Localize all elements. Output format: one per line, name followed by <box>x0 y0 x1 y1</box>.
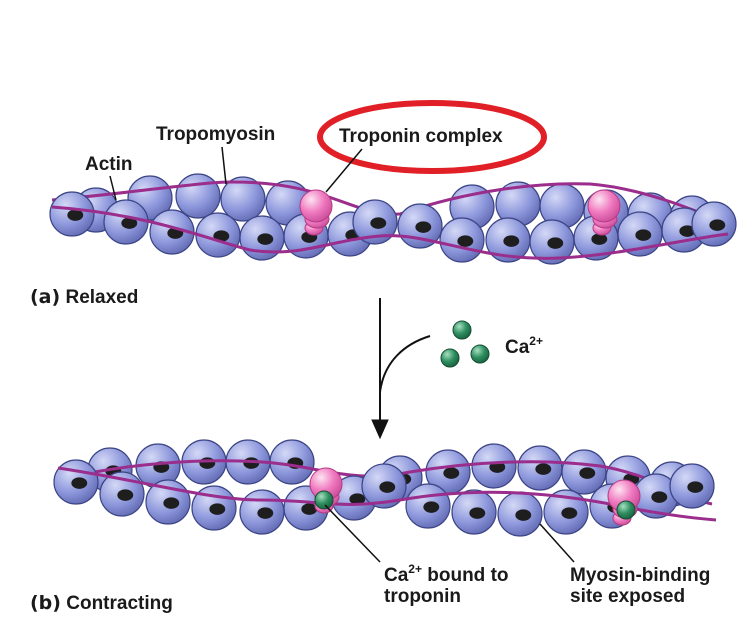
myosin-binding-site <box>257 233 274 245</box>
myosin-binding-site <box>443 467 460 479</box>
tropomyosin-strand <box>57 459 713 506</box>
myosin-binding-site <box>535 463 552 475</box>
tropomyosin-strand <box>51 205 729 260</box>
calcium-ion <box>440 348 460 368</box>
ca-bound-line2: troponin <box>384 586 462 607</box>
ca-bound-leader-line <box>324 504 381 563</box>
troponin-complex <box>587 189 621 223</box>
highlight-ellipse <box>317 100 547 174</box>
calcium-ion-charge: 2+ <box>529 333 543 348</box>
panel-b-tag: (b) <box>30 592 61 614</box>
myosin-binding-site <box>209 503 226 515</box>
myosin-binding-site <box>121 217 138 229</box>
myosin-binding-site <box>709 219 726 231</box>
panel-a-tag: (a) <box>30 286 61 308</box>
myosin-binding-site <box>257 507 274 519</box>
myosin-binding-site <box>515 509 532 521</box>
relaxed-filament <box>49 173 737 265</box>
calcium-ion-label: Ca2+ <box>505 333 543 358</box>
troponin-complex-label: Troponin complex <box>339 126 503 147</box>
troponin-complex <box>299 189 333 223</box>
myosin-binding-site <box>301 503 318 515</box>
myosin-line2: site exposed <box>570 586 686 607</box>
ca-bound-rest: bound to <box>421 565 509 586</box>
myosin-binding-site <box>163 497 180 509</box>
ca-bound-symbol: Ca <box>384 565 409 586</box>
myosin-binding-site <box>379 481 396 493</box>
actin-label: Actin <box>85 154 133 175</box>
actin-leader-line <box>109 175 117 201</box>
myosin-binding-site <box>199 457 216 469</box>
actin-monomer <box>175 173 221 219</box>
ca-bound-charge: 2+ <box>408 561 422 576</box>
panel-a-text: Relaxed <box>65 287 139 308</box>
myosin-binding-label: Myosin-binding site exposed <box>570 565 710 607</box>
ca-bound-label: Ca2+ bound to troponin <box>384 561 509 607</box>
panel-a-caption: (a) Relaxed <box>30 286 139 309</box>
calcium-ion <box>452 320 472 340</box>
myosin-binding-site <box>71 477 88 489</box>
myosin-binding-site <box>67 209 84 221</box>
myosin-binding-site <box>117 489 134 501</box>
myosin-binding-site <box>561 507 578 519</box>
tropomyosin-leader-line <box>221 146 227 185</box>
actin-monomer <box>220 176 266 222</box>
calcium-ion-symbol: Ca <box>505 337 530 358</box>
calcium-entry-curve <box>379 335 431 393</box>
panel-b-caption: (b) Contracting <box>30 592 173 615</box>
arrow-head <box>371 419 389 440</box>
myosin-binding-site <box>687 481 704 493</box>
myosin-binding-site <box>635 229 652 241</box>
panel-b-text: Contracting <box>66 593 173 614</box>
myosin-binding-site <box>651 491 668 503</box>
troponin-leader-line <box>325 148 363 193</box>
myosin-binding-site <box>679 225 696 237</box>
calcium-ion <box>616 500 636 520</box>
tropomyosin-label: Tropomyosin <box>156 124 276 145</box>
calcium-ion <box>470 344 490 364</box>
calcium-ion <box>314 490 334 510</box>
myosin-site-leader-line <box>539 523 575 563</box>
myosin-line1: Myosin-binding <box>570 565 711 586</box>
myosin-binding-site <box>415 221 432 233</box>
myosin-binding-site <box>457 235 474 247</box>
myosin-binding-site <box>423 501 440 513</box>
myosin-binding-site <box>370 217 387 229</box>
myosin-binding-site <box>591 233 608 245</box>
myosin-binding-site <box>503 235 520 247</box>
tropomyosin-strand <box>51 180 729 226</box>
myosin-binding-site <box>547 237 564 249</box>
myosin-binding-site <box>349 493 366 505</box>
myosin-binding-site <box>579 467 596 479</box>
contracting-filament <box>53 439 717 537</box>
myosin-binding-site <box>469 507 486 519</box>
annotations <box>109 100 575 563</box>
